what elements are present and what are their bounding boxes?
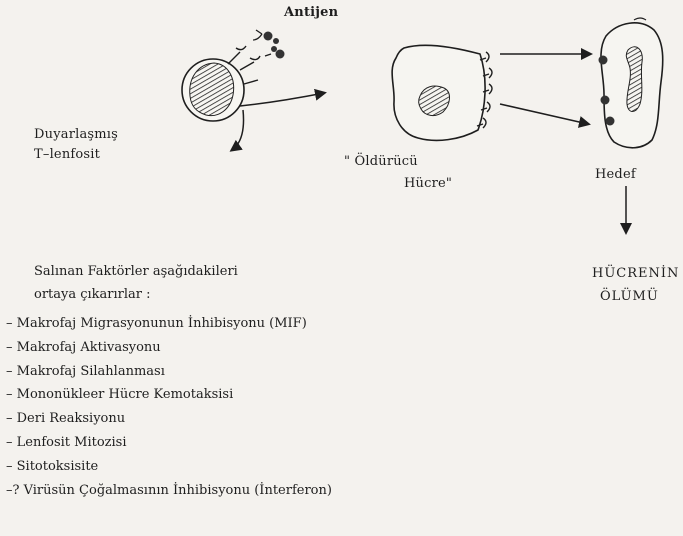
factor-list-item: – Deri Reaksiyonu <box>6 412 332 436</box>
factor-list-item: – Makrofaj Migrasyonunun İnhibisyonu (MI… <box>6 317 332 341</box>
factor-list: – Makrofaj Migrasyonunun İnhibisyonu (MI… <box>6 317 332 507</box>
factor-list-item: –? Virüsün Çoğalmasının İnhibisyonu (İnt… <box>6 484 332 508</box>
t-lymphocyte-label: T–lenfosit <box>34 148 100 161</box>
sensitized-label: Duyarlaşmış <box>34 128 118 141</box>
t-cell-release-arrows <box>232 93 324 150</box>
target-label: Hedef <box>595 168 636 181</box>
antigen-label: Antijen <box>284 6 338 19</box>
factor-list-item: – Makrofaj Aktivasyonu <box>6 341 332 365</box>
killer-cell-label-line1: " Öldürücü <box>344 155 418 168</box>
factor-list-item: – Sitotoksisite <box>6 460 332 484</box>
killer-cell <box>392 45 485 140</box>
target-cell <box>601 18 663 148</box>
factor-list-item: – Mononükleer Hücre Kemotaksisi <box>6 388 332 412</box>
cell-death-label-line1: HÜCRENİN <box>592 267 679 280</box>
factor-list-item: – Lenfosit Mitozisi <box>6 436 332 460</box>
antigen-molecules <box>253 30 285 59</box>
factor-list-item: – Makrofaj Silahlanması <box>6 365 332 389</box>
t-lymphocyte-cell <box>182 59 244 121</box>
factors-intro-line2: ortaya çıkarırlar : <box>34 288 151 301</box>
factors-intro-line1: Salınan Faktörler aşağıdakileri <box>34 265 238 278</box>
killer-cell-label-line2: Hücre" <box>404 177 452 190</box>
killer-to-target-arrows <box>500 54 590 124</box>
cell-death-label-line2: ÖLÜMÜ <box>600 290 659 303</box>
